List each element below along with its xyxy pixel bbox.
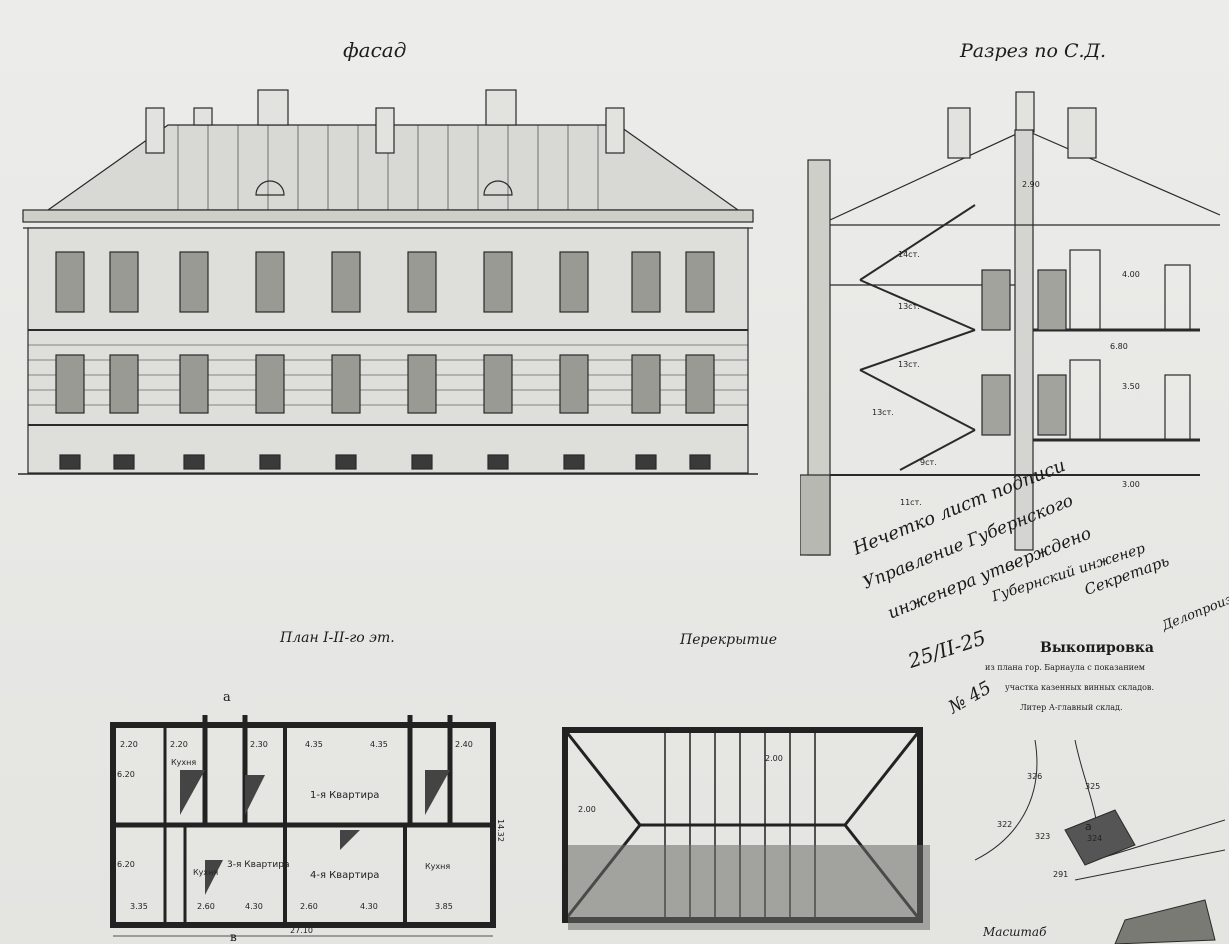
section-dim-3: 6.80 <box>1110 342 1128 351</box>
section-dim-4: 3.50 <box>1122 382 1140 391</box>
plan-axis-bottom: в <box>230 930 237 944</box>
map-label-324: 324 <box>1087 834 1103 843</box>
extract-line-1: из плана гор. Барнаула с показанием <box>985 663 1145 672</box>
site-map: 326 325 322 323 а 324 291 Масштаб <box>975 740 1225 944</box>
plan-side-left-1: 6.20 <box>117 770 135 779</box>
section-drawing-svg <box>800 91 1220 556</box>
section-title: Разрез по С.Д. <box>960 40 1107 62</box>
plan-dim-bottom-6: 3.85 <box>435 902 453 911</box>
room-kitchen-2: Кухня <box>193 868 219 877</box>
floor-plan: План I-II-го эт. a 2.20 2.20 2.30 4.35 4… <box>105 630 505 944</box>
note-7: Делопроизводитель <box>1160 566 1229 634</box>
stair-label-4: 13ст. <box>872 408 894 417</box>
extract-title: Выкопировка <box>1040 640 1154 656</box>
facade-elevation: фасад <box>18 30 758 480</box>
plan-axis-top: a <box>223 690 231 705</box>
room-apartment-1: 1-я Квартира <box>310 790 380 801</box>
plan-dim-top-5: 4.35 <box>370 740 388 749</box>
plan-dim-top-4: 4.35 <box>305 740 323 749</box>
section-dim-1: 2.90 <box>1022 180 1040 189</box>
facade-drawing <box>18 89 758 475</box>
plan-dim-bottom-5: 4.30 <box>360 902 378 911</box>
section-dim-2: 4.00 <box>1122 270 1140 279</box>
map-label-323: 323 <box>1035 832 1051 841</box>
site-map-svg <box>975 740 1225 944</box>
map-label-322: 322 <box>997 820 1013 829</box>
stair-label-5: 9ст. <box>920 458 937 467</box>
room-kitchen-3: Кухня <box>425 862 451 871</box>
plan-dim-top-6: 2.40 <box>455 740 473 749</box>
extract-line-3: Литер А-главный склад. <box>1020 703 1123 712</box>
plan-dim-bottom-3: 4.30 <box>245 902 263 911</box>
note-number: № 45 <box>945 677 996 719</box>
map-label-326: 326 <box>1027 772 1043 781</box>
extract-line-2: участка казенных винных складов. <box>1005 683 1154 692</box>
ceiling-plan: Перекрытие 2.00 2.00 <box>560 630 930 930</box>
plan-dim-top-1: 2.20 <box>120 740 138 749</box>
map-label-a: а <box>1085 820 1092 833</box>
section-dim-5: 3.00 <box>1122 480 1140 489</box>
ceiling-plan-svg <box>562 727 930 930</box>
plan-dim-bottom-2: 2.60 <box>197 902 215 911</box>
stair-label-1: 14ст. <box>898 250 920 259</box>
room-apartment-3: 3-я Квартира <box>227 860 290 870</box>
plan-dim-top-2: 2.20 <box>170 740 188 749</box>
map-label-291: 291 <box>1053 870 1069 879</box>
stair-label-3: 13ст. <box>898 360 920 369</box>
plan-dim-bottom-4: 2.60 <box>300 902 318 911</box>
map-label-325: 325 <box>1085 782 1101 791</box>
plan-side-left-2: 6.20 <box>117 860 135 869</box>
floor-plan-svg <box>110 715 496 937</box>
scale-label: Масштаб <box>983 925 1047 939</box>
section-drawing: Разрез по С.Д. <box>800 30 1220 560</box>
ceiling-dim-1: 2.00 <box>765 754 783 763</box>
facade-title: фасад <box>343 38 407 62</box>
plan-title: План I-II-го эт. <box>280 630 395 646</box>
room-apartment-4: 4-я Квартира <box>310 870 380 881</box>
ceiling-title: Перекрытие <box>680 632 778 648</box>
plan-dim-bottom-1: 3.35 <box>130 902 148 911</box>
plan-overall-dim: 27.10 <box>290 926 313 935</box>
room-kitchen-1: Кухня <box>171 758 197 767</box>
stair-label-2: 13ст. <box>898 302 920 311</box>
plan-side-right: 14.32 <box>495 819 505 842</box>
plan-dim-top-3: 2.30 <box>250 740 268 749</box>
stair-label-6: 11ст. <box>900 498 922 507</box>
ceiling-dim-2: 2.00 <box>578 805 596 814</box>
